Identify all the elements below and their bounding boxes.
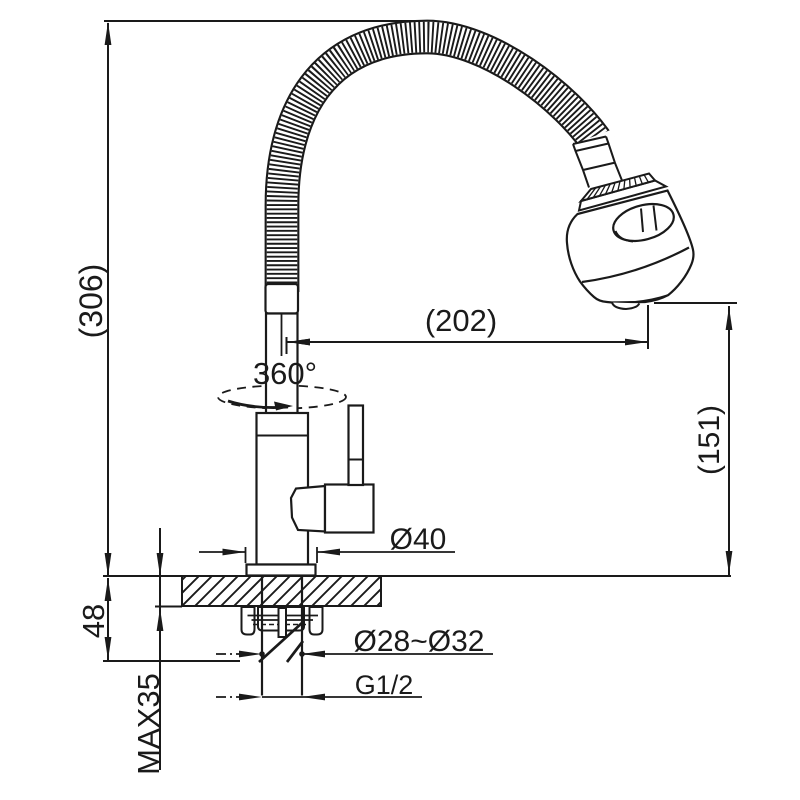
svg-text:360°: 360° [253,356,317,391]
svg-text:Ø28~Ø32: Ø28~Ø32 [354,625,485,658]
svg-text:48: 48 [76,604,111,638]
svg-text:MAX35: MAX35 [131,673,166,775]
svg-text:(202): (202) [425,303,497,338]
svg-text:Ø40: Ø40 [390,523,447,556]
svg-text:G1/2: G1/2 [355,670,414,700]
svg-text:(306): (306) [73,264,109,339]
svg-text:(151): (151) [693,405,726,475]
